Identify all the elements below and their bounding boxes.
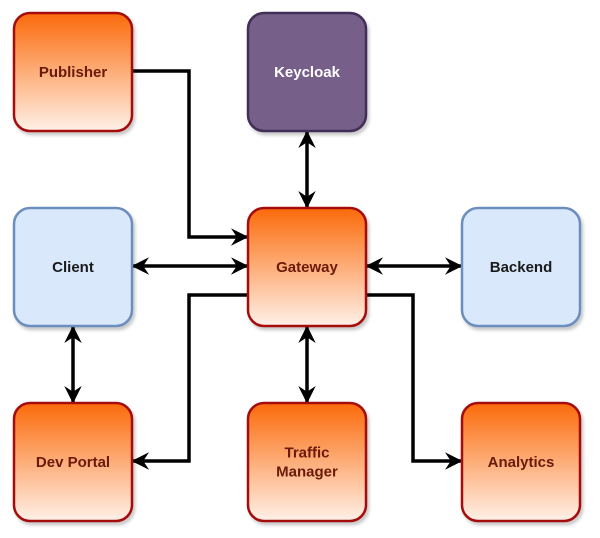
node-label: Client xyxy=(52,259,94,276)
node-label: Traffic xyxy=(284,445,329,462)
node-label: Publisher xyxy=(39,64,108,81)
node-box xyxy=(12,401,134,523)
node-box xyxy=(460,401,582,523)
node-keycloak: Keycloak xyxy=(246,11,368,133)
node-box xyxy=(246,206,368,328)
node-box xyxy=(12,11,134,133)
node-label: Keycloak xyxy=(274,64,341,81)
node-label: Dev Portal xyxy=(36,454,110,471)
node-box xyxy=(246,11,368,133)
node-label: Manager xyxy=(276,464,338,481)
edge-publisher-to-gateway xyxy=(132,69,249,246)
node-box xyxy=(246,401,368,523)
edge-gateway-to-analytics xyxy=(366,293,463,470)
edge-gateway-to-devportal xyxy=(131,293,248,470)
node-client: Client xyxy=(12,206,134,328)
node-backend: Backend xyxy=(460,206,582,328)
node-devportal: Dev Portal xyxy=(12,401,134,523)
node-box xyxy=(460,206,582,328)
node-label: Backend xyxy=(490,259,553,276)
node-label: Analytics xyxy=(488,454,555,471)
node-gateway: Gateway xyxy=(246,206,368,328)
edges xyxy=(64,69,463,470)
node-publisher: Publisher xyxy=(12,11,134,133)
node-analytics: Analytics xyxy=(460,401,582,523)
node-label: Gateway xyxy=(276,259,338,276)
node-box xyxy=(12,206,134,328)
